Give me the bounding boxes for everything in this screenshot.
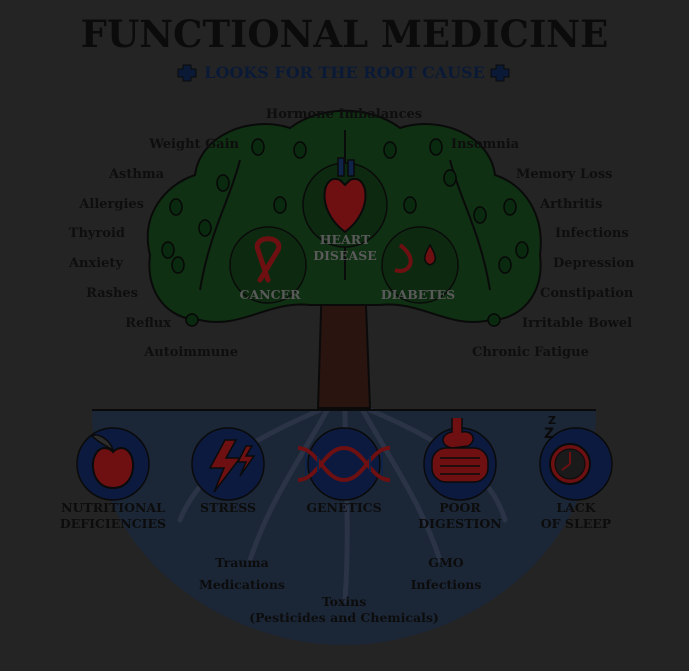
apple-icon (90, 434, 135, 490)
other-cause-gmo: GMO (428, 555, 464, 570)
cause-label-digestion: POOR DIGESTION (400, 500, 520, 532)
symptom-label-right: Memory Loss (516, 167, 613, 182)
symptom-label-left: Autoimmune (144, 345, 238, 360)
cause-label-stress: STRESS (168, 500, 288, 516)
symptom-label-right: Constipation (540, 286, 634, 301)
symptom-label-left: Asthma (108, 167, 164, 182)
symptom-label-right: Arthritis (540, 197, 603, 212)
cause-label-line1: STRESS (199, 500, 257, 515)
heart-disease-label-line2: DISEASE (313, 248, 377, 263)
cause-label-line1: NUTRITIONAL (61, 500, 165, 515)
svg-text:Z: Z (548, 414, 556, 427)
heart-disease-label-line1: HEART (319, 232, 371, 247)
symptom-label-right: Depression (553, 256, 635, 271)
symptom-label-right: Chronic Fatigue (472, 345, 589, 360)
cause-label-line2: DIGESTION (418, 516, 502, 531)
lightning-icon (208, 439, 256, 493)
medical-cross-right-icon (490, 64, 510, 82)
other-cause-toxins: Toxins (Pesticides and Chemicals) (224, 594, 464, 626)
symptom-label-top: Hormone Imbalances (265, 107, 423, 122)
symptom-label-left: Anxiety (68, 256, 123, 271)
alarm-clock-icon: Z Z (544, 414, 591, 485)
toxins-line1: Toxins (321, 594, 367, 609)
symptom-label-left: Thyroid (68, 226, 125, 241)
other-cause-infections: Infections (410, 577, 482, 592)
cause-label-line1: GENETICS (306, 500, 382, 515)
page-subtitle: LOOKS FOR THE ROOT CAUSE (204, 63, 485, 82)
cause-label-line2: OF SLEEP (540, 516, 612, 531)
digestive-system-icon (431, 418, 489, 483)
ribbon-icon (254, 236, 282, 283)
diabetes-label: DIABETES (380, 287, 456, 302)
cause-label-sleep: LACK OF SLEEP (516, 500, 636, 532)
cause-label-line2: DEFICIENCIES (59, 516, 167, 531)
other-cause-medications: Medications (199, 577, 285, 592)
medical-cross-left-icon (177, 64, 197, 82)
symptom-label-right: Infections (555, 226, 629, 241)
symptom-label-left: Rashes (86, 286, 138, 301)
symptom-label-right: Irritable Bowel (522, 316, 633, 331)
cause-label-line1: POOR (439, 500, 481, 515)
dna-icon (297, 445, 391, 483)
heart-icon (323, 157, 367, 234)
cause-label-line1: LACK (556, 500, 596, 515)
blood-drop-icon (394, 243, 436, 273)
symptom-label-left: Weight Gain (149, 137, 239, 152)
heart-disease-label: HEART DISEASE (295, 232, 395, 264)
cause-label-nutritional: NUTRITIONAL DEFICIENCIES (43, 500, 183, 532)
symptom-label-right: Insomnia (451, 137, 520, 152)
symptom-label-left: Reflux (125, 316, 171, 331)
symptom-label-left: Allergies (79, 197, 144, 212)
svg-text:Z: Z (544, 426, 554, 442)
toxins-line2: (Pesticides and Chemicals) (249, 610, 439, 625)
page-title: FUNCTIONAL MEDICINE (80, 12, 609, 56)
other-cause-trauma: Trauma (215, 555, 269, 570)
leaf-dots (161, 138, 529, 327)
cause-label-genetics: GENETICS (284, 500, 404, 516)
cancer-label: CANCER (239, 287, 301, 302)
